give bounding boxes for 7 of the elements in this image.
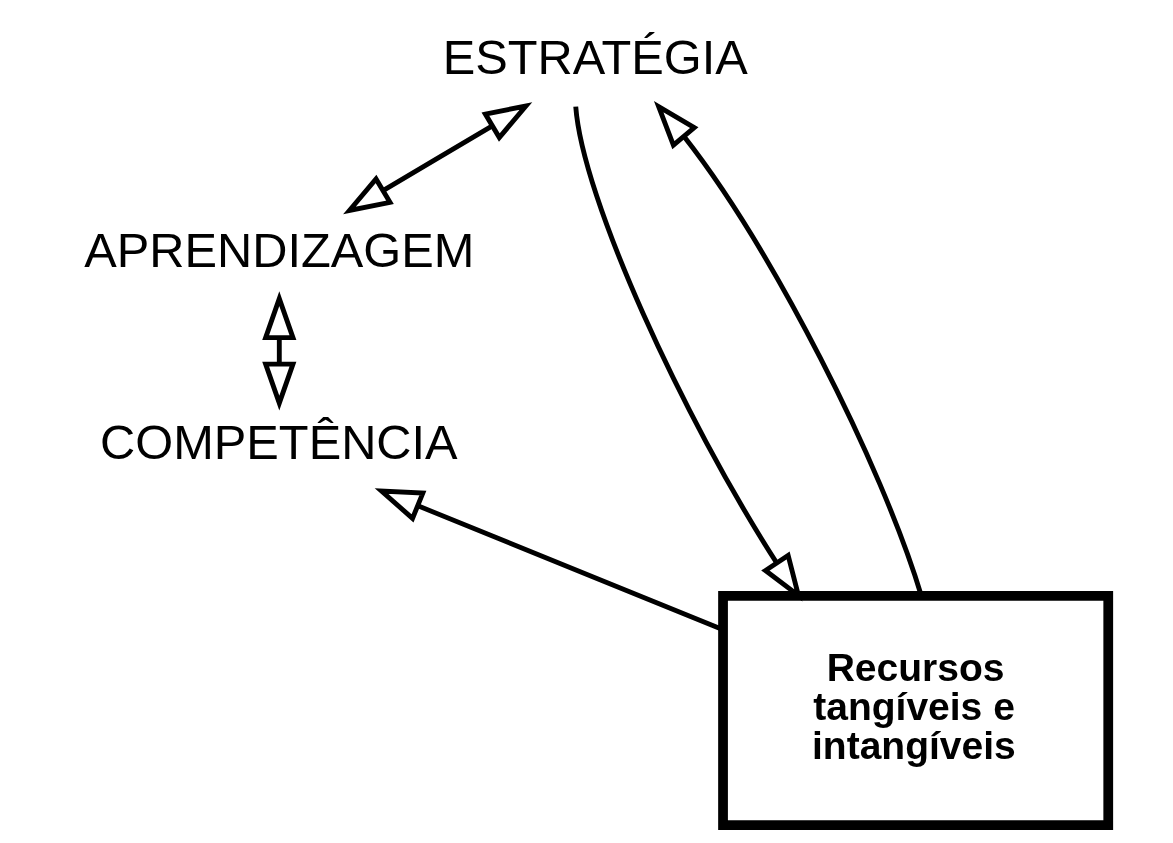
arrow xyxy=(573,106,803,602)
arrow xyxy=(262,291,297,411)
node-box: Recursos tangíveis e intangíveis xyxy=(718,590,1114,830)
node-text: ESTRATÉGIA xyxy=(442,30,748,85)
arrow xyxy=(343,102,533,215)
node-text: APRENDIZAGEM xyxy=(84,222,475,277)
node-text: COMPETÊNCIA xyxy=(100,415,458,470)
